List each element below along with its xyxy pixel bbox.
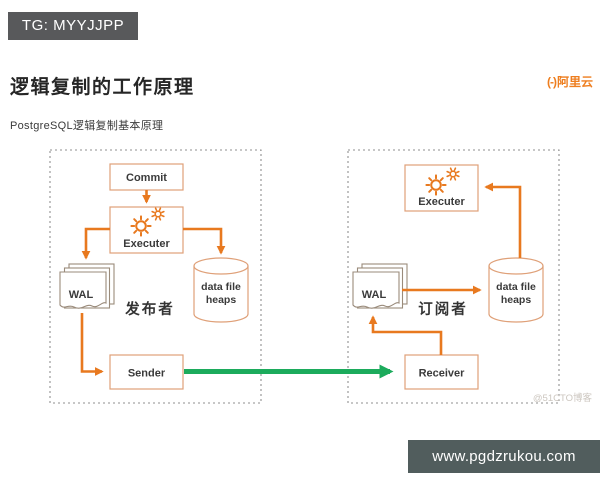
subscriber-panel bbox=[347, 149, 560, 404]
page-subtitle: PostgreSQL逻辑复制基本原理 bbox=[10, 120, 164, 132]
watermark-text: @51CTO博客 bbox=[533, 392, 593, 404]
publisher-panel bbox=[49, 149, 262, 404]
heap-label-subscriber-line2: heaps bbox=[501, 294, 532, 306]
database-cylinder-icon-subscriber bbox=[488, 257, 544, 323]
document-stack-icon-subscriber bbox=[352, 263, 408, 309]
receiver-label: Receiver bbox=[419, 368, 466, 380]
subscriber-label: 订阅者 bbox=[418, 300, 468, 318]
wal-label-publisher: WAL bbox=[69, 289, 94, 301]
heap-label-publisher-line1: data file bbox=[201, 281, 241, 293]
alibaba-cloud-name: 阿里云 bbox=[556, 75, 593, 89]
arrow-heap-to-executer bbox=[484, 182, 522, 258]
receiver-node bbox=[404, 354, 479, 390]
alibaba-cloud-bracket-icon: (-) bbox=[546, 75, 557, 89]
wal-label-subscriber: WAL bbox=[362, 289, 387, 301]
executer-node-publisher bbox=[109, 206, 184, 254]
arrow-wal-to-sender bbox=[80, 313, 104, 376]
telegram-badge: TG: MYYJJPP bbox=[8, 12, 138, 40]
executer-label-publisher: Executer bbox=[123, 238, 170, 250]
heap-label-subscriber-line1: data file bbox=[496, 281, 536, 293]
database-cylinder-icon-publisher bbox=[193, 257, 249, 323]
alibaba-cloud-logo: (-)阿里云 bbox=[547, 73, 593, 90]
executer-label-subscriber: Executer bbox=[418, 196, 465, 208]
executer-node-subscriber bbox=[404, 164, 479, 212]
arrow-executer-to-wal bbox=[81, 227, 110, 260]
commit-label: Commit bbox=[126, 172, 167, 184]
website-badge: www.pgdzrukou.com bbox=[408, 440, 600, 473]
arrow-executer-to-heap bbox=[183, 227, 226, 255]
document-stack-icon-publisher bbox=[59, 263, 115, 309]
commit-node bbox=[109, 163, 184, 191]
page-title: 逻辑复制的工作原理 bbox=[10, 77, 195, 98]
heap-label-publisher-line2: heaps bbox=[206, 294, 237, 306]
sender-label: Sender bbox=[128, 368, 166, 380]
publisher-label: 发布者 bbox=[124, 300, 175, 318]
arrow-receiver-to-wal bbox=[368, 315, 443, 355]
sender-node bbox=[109, 354, 184, 390]
